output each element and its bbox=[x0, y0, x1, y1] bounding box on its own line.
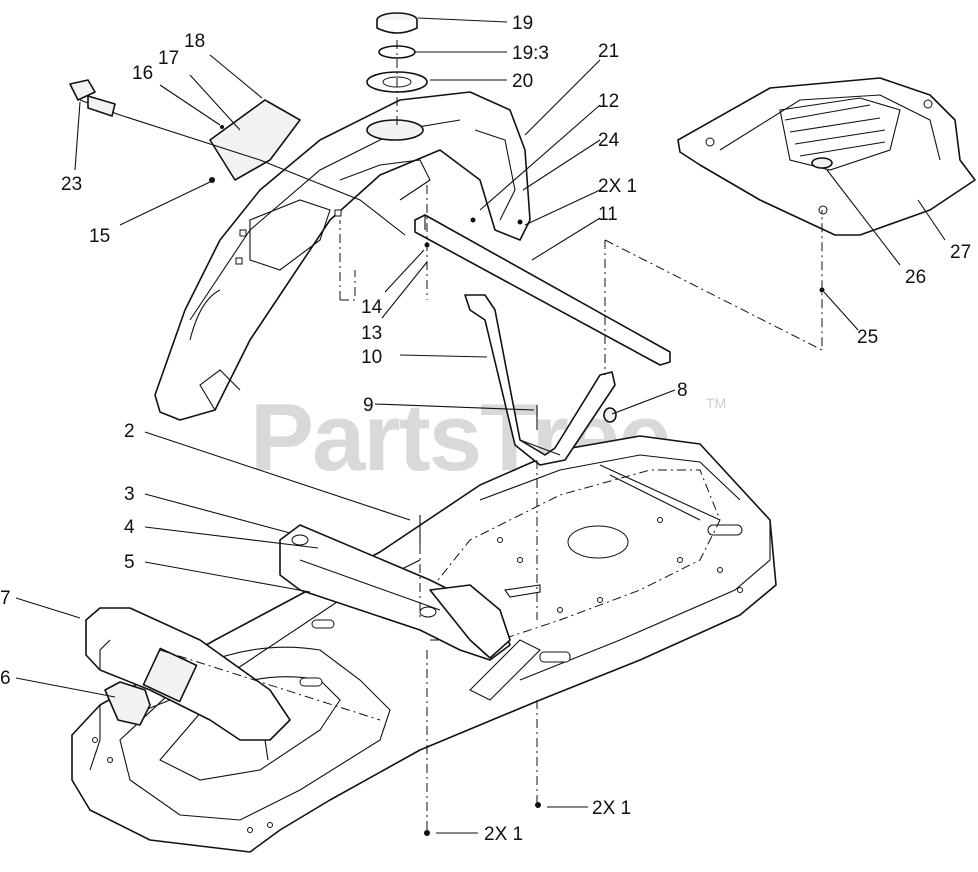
callout-27: 27 bbox=[950, 242, 971, 263]
fasteners bbox=[209, 125, 825, 836]
callout-5: 5 bbox=[124, 552, 135, 573]
callout-19-3: 19:3 bbox=[512, 43, 549, 64]
chassis-frame bbox=[71, 435, 777, 853]
support-panel bbox=[279, 524, 511, 661]
callout-21: 21 bbox=[598, 41, 619, 62]
callout-6: 6 bbox=[0, 668, 11, 689]
watermark-tm: TM bbox=[706, 395, 726, 411]
callout-12: 12 bbox=[598, 91, 619, 112]
callout-11: 11 bbox=[598, 204, 618, 225]
support-bar bbox=[414, 214, 671, 366]
leader-lines bbox=[15, 17, 946, 834]
callout-26: 26 bbox=[905, 267, 926, 288]
wire-harness bbox=[69, 79, 406, 236]
callout-2x1-low: 2X 1 bbox=[484, 824, 523, 845]
engine-cover bbox=[677, 77, 976, 236]
callout-18: 18 bbox=[184, 31, 205, 52]
callout-8: 8 bbox=[677, 380, 688, 401]
decal-panel bbox=[209, 99, 301, 181]
support-brackets bbox=[464, 294, 617, 466]
callout-24: 24 bbox=[598, 130, 620, 151]
callout-14: 14 bbox=[361, 297, 383, 318]
front-bumper bbox=[85, 607, 291, 761]
callout-15: 15 bbox=[89, 226, 110, 247]
callout-19: 19 bbox=[512, 13, 533, 34]
callout-7: 7 bbox=[0, 588, 11, 609]
frame-dashed-outline bbox=[429, 469, 721, 641]
bumper-pad bbox=[104, 681, 151, 726]
callout-10: 10 bbox=[361, 347, 382, 368]
callout-9: 9 bbox=[363, 395, 374, 416]
callout-4: 4 bbox=[124, 517, 135, 538]
callout-25: 25 bbox=[857, 327, 878, 348]
callout-16: 16 bbox=[132, 63, 153, 84]
callout-13: 13 bbox=[361, 323, 382, 344]
callout-17: 17 bbox=[158, 48, 179, 69]
callout-23: 23 bbox=[61, 174, 82, 195]
callout-2: 2 bbox=[124, 421, 135, 442]
rear-fender bbox=[154, 91, 531, 421]
callout-20: 20 bbox=[512, 71, 533, 92]
callout-3: 3 bbox=[124, 484, 135, 505]
assembly-dashed-lines bbox=[159, 40, 823, 830]
callout-2x1-top: 2X 1 bbox=[598, 176, 637, 197]
callout-2x1-mid: 2X 1 bbox=[592, 798, 631, 819]
callout-labels: 19 19:3 20 21 12 24 2X 1 11 18 17 16 23 … bbox=[0, 13, 971, 845]
